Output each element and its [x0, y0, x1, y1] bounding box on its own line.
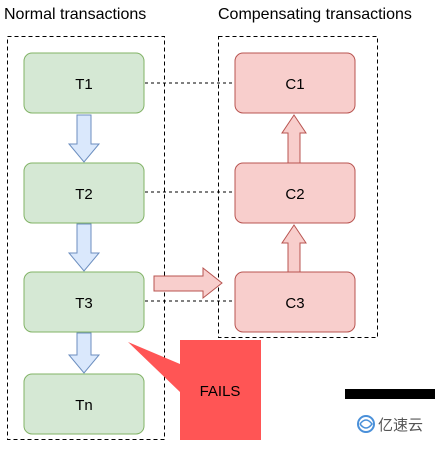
- step-label-tn: Tn: [75, 397, 93, 414]
- up-arrow-c2-c1: [281, 114, 307, 164]
- step-box-tn: [23, 373, 145, 435]
- compensating-container: [218, 36, 378, 338]
- comp-box-c3: [234, 271, 356, 333]
- step-label-t2: T2: [75, 186, 93, 203]
- watermark-logo: 亿速云: [357, 415, 423, 434]
- compensating-title: Compensating transactions: [218, 6, 412, 23]
- normal-title: Normal transactions: [4, 6, 146, 23]
- comp-box-c2: [234, 162, 356, 224]
- comp-label-c1: C1: [285, 76, 304, 93]
- down-arrow-t1-t2: [67, 114, 101, 163]
- watermark-logo-swirl: [359, 419, 373, 429]
- comp-label-c3: C3: [285, 295, 304, 312]
- down-arrow-t2-t3: [67, 223, 101, 272]
- step-label-t1: T1: [75, 76, 93, 93]
- step-box-t1: [23, 52, 145, 114]
- normal-container: [7, 36, 165, 440]
- step-box-t3: [23, 271, 145, 333]
- up-arrow-c3-c2: [281, 224, 307, 273]
- comp-label-c2: C2: [285, 186, 304, 203]
- step-label-t3: T3: [75, 295, 93, 312]
- comp-box-c1: [234, 52, 356, 114]
- black-bar: [345, 389, 435, 399]
- fails-callout: [128, 340, 261, 440]
- right-arrow-t3-c3: [153, 266, 223, 300]
- watermark-logo-icon: [357, 415, 375, 433]
- fails-label: FAILS: [200, 383, 241, 400]
- down-arrow-t3-tn: [67, 332, 101, 374]
- step-box-t2: [23, 162, 145, 224]
- watermark-text: 亿速云: [378, 417, 423, 434]
